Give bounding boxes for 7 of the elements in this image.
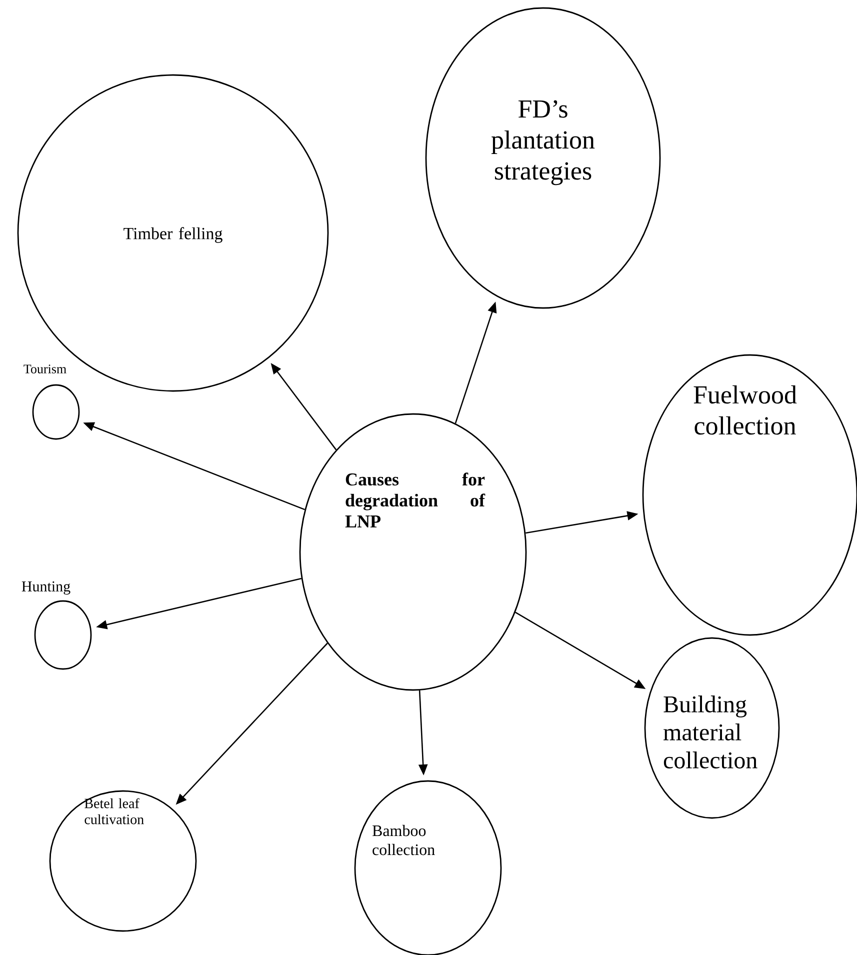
- ellipse-node: FD’s plantation strategies: [425, 7, 661, 309]
- ellipse-node: Hunting: [22, 581, 92, 670]
- ellipse-node: Building material collection: [644, 637, 780, 819]
- ellipse-node: Betel leaf cultivation: [49, 790, 197, 932]
- ellipse-node: Causes for degradation of LNP: [299, 413, 527, 691]
- node-label: Tourism: [24, 364, 66, 374]
- node-label: Hunting: [22, 581, 70, 595]
